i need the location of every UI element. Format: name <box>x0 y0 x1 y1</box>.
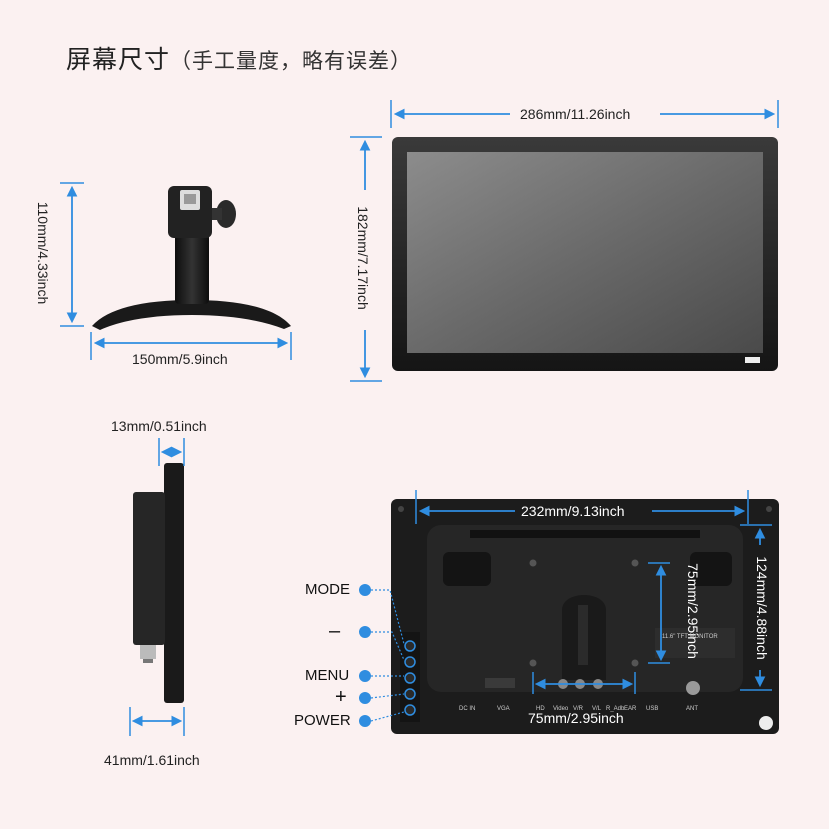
port-label: V/R <box>573 706 584 712</box>
title-main: 屏幕尺寸 <box>66 45 171 74</box>
minus-button-label: – <box>329 620 341 642</box>
port-label: R_Adb <box>606 706 625 712</box>
front-width-dimension <box>390 100 779 128</box>
side-view <box>133 463 184 703</box>
page-title: 屏幕尺寸（手工量度，略有误差） <box>66 40 412 76</box>
side-depth-dimension <box>129 707 185 736</box>
back-width-label: 232mm/9.13inch <box>521 503 625 519</box>
stand-width-label: 150mm/5.9inch <box>132 351 228 367</box>
back-width-dimension <box>415 490 749 524</box>
stand-height-dimension <box>60 182 84 327</box>
back-height-dimension <box>740 524 772 691</box>
port-label: ANT <box>686 706 698 712</box>
back-monitor <box>391 499 779 734</box>
power-button-label: POWER <box>294 712 351 729</box>
stand-width-dimension <box>90 332 292 360</box>
port-label: VGA <box>497 706 510 712</box>
port-label: HD <box>536 706 545 712</box>
stand <box>92 186 291 330</box>
port-label: V/L <box>592 706 602 712</box>
front-height-dimension <box>350 136 382 382</box>
title-subtitle: （手工量度，略有误差） <box>170 49 413 73</box>
port-label: DC IN <box>459 706 476 712</box>
front-monitor <box>392 137 778 371</box>
vesa-horizontal-dimension <box>532 672 636 694</box>
sticker-label: 11.6" TFT MONITOR <box>662 634 718 640</box>
mode-button-label: MODE <box>305 581 350 598</box>
port-label: EAR <box>624 706 637 712</box>
button-callouts <box>359 584 405 727</box>
front-logo-badge <box>745 357 760 363</box>
side-thickness-label: 13mm/0.51inch <box>111 418 207 434</box>
port-label: Video <box>553 706 569 712</box>
back-height-label: 124mm/4.88inch <box>754 556 770 660</box>
front-width-label: 286mm/11.26inch <box>520 106 631 122</box>
side-depth-label: 41mm/1.61inch <box>104 752 200 768</box>
vesa-vertical-label: 75mm/2.95inch <box>685 563 701 659</box>
vesa-horizontal-label: 75mm/2.95inch <box>528 710 624 726</box>
menu-button-label: MENU <box>305 667 350 684</box>
vesa-vertical-dimension <box>648 562 670 664</box>
side-thickness-dimension <box>158 438 185 466</box>
stand-height-label: 110mm/4.33inch <box>35 201 51 305</box>
port-label: USB <box>646 706 659 712</box>
front-height-label: 182mm/7.17inch <box>355 206 371 310</box>
plus-button-label: + <box>335 686 347 708</box>
